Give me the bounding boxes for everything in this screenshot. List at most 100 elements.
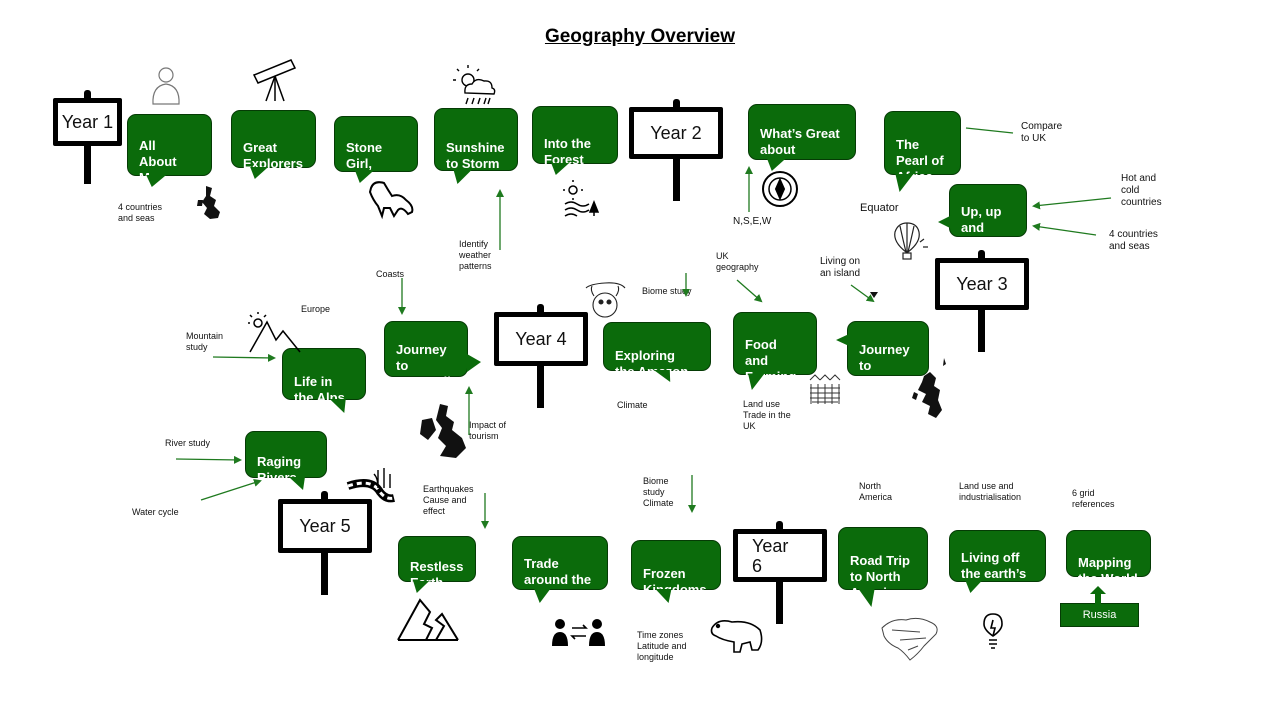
topic-into-the-forest[interactable]: Into the Forest bbox=[532, 106, 618, 175]
topic-label: Exploring the Amazon bbox=[615, 348, 689, 379]
topic-label: What’s Great about Hackney bbox=[760, 126, 840, 173]
note-4-countries-seas-y3: 4 countries and seas bbox=[1109, 229, 1158, 252]
year5-label: Year 5 bbox=[278, 499, 372, 553]
topic-food-and-farming[interactable]: Food and Farming bbox=[733, 312, 817, 390]
note-nsew: N,S,E,W bbox=[733, 216, 772, 227]
mountains-icon bbox=[248, 312, 301, 353]
topic-label: Journey to Scotland bbox=[859, 342, 914, 389]
scotland-map-icon bbox=[912, 358, 946, 418]
uk-map-icon bbox=[197, 186, 220, 219]
topic-pearl-of-africa[interactable]: The Pearl of Africa bbox=[884, 111, 961, 192]
note-compare-to-uk: Compare to UK bbox=[1021, 121, 1063, 144]
topic-label: Frozen Kingdoms bbox=[643, 566, 707, 597]
note-water-cycle: Water cycle bbox=[132, 507, 179, 517]
telescope-icon bbox=[252, 59, 297, 102]
arrow-mountain bbox=[212, 353, 276, 362]
topic-label: Up, up and away! bbox=[961, 204, 1002, 251]
russia-up-arrow bbox=[1090, 586, 1106, 604]
topic-road-trip-to-north-america[interactable]: Road Trip to North America bbox=[838, 527, 928, 607]
note-time-zones: Time zones Latitude and longitude bbox=[637, 630, 687, 662]
topic-up-up-and-away[interactable]: Up, up and away! bbox=[938, 184, 1027, 251]
year1-label: Year 1 bbox=[53, 98, 122, 146]
note-north-america: North America bbox=[859, 481, 893, 502]
topic-label: Food and Farming bbox=[745, 337, 797, 384]
arrow-uk-geo bbox=[736, 279, 763, 303]
island-marker-icon bbox=[870, 292, 878, 298]
topic-sunshine-to-storm[interactable]: Sunshine to Storm bbox=[434, 108, 518, 184]
note-identify-weather: Identify weather patterns bbox=[459, 239, 492, 271]
note-land-use-industrialisation: Land use and industrialisation bbox=[959, 481, 1022, 502]
trade-people-icon bbox=[552, 619, 605, 646]
note-europe: Europe bbox=[301, 304, 331, 314]
arrow-water-cycle bbox=[200, 479, 262, 501]
note-living-on-island: Living on an island bbox=[820, 256, 861, 279]
note-biome-study: Biome study bbox=[642, 286, 692, 296]
dinosaur-icon bbox=[368, 181, 414, 220]
year2-label: Year 2 bbox=[629, 107, 723, 159]
sun-landscape-icon bbox=[563, 180, 600, 217]
note-uk-geography: UK geography bbox=[716, 251, 759, 272]
topic-whats-great-about-hackney[interactable]: What’s Great about Hackney bbox=[748, 104, 856, 173]
topic-great-explorers[interactable]: Great Explorers bbox=[231, 110, 316, 179]
topic-label: All About Me bbox=[139, 138, 177, 185]
topic-living-off-earths-resources[interactable]: Living off the earth’s resources bbox=[949, 530, 1046, 597]
topic-stone-girl[interactable]: Stone Girl, Bone Girl bbox=[334, 116, 418, 187]
topic-raging-rivers[interactable]: Raging Rivers bbox=[245, 431, 327, 490]
arrow-hot-cold bbox=[1032, 197, 1112, 210]
topic-trade-around-the-world[interactable]: Trade around the world bbox=[512, 536, 608, 603]
topic-label: Living off the earth’s resources bbox=[961, 550, 1027, 597]
earthquake-icon bbox=[397, 598, 459, 641]
topic-label: Road Trip to North America bbox=[850, 553, 910, 600]
line-compare bbox=[965, 127, 1014, 134]
topic-label: Mapping the World bbox=[1078, 555, 1138, 586]
note-4-countries-seas-y1: 4 countries and seas bbox=[118, 202, 163, 223]
topic-label: Stone Girl, Bone Girl bbox=[346, 140, 405, 187]
arrow-island bbox=[850, 284, 875, 303]
topic-label: Raging Rivers bbox=[257, 454, 302, 485]
uk-map-icon bbox=[420, 404, 466, 458]
river-icon bbox=[346, 468, 395, 503]
topic-all-about-me[interactable]: All About Me bbox=[127, 114, 212, 187]
topic-mapping-the-world[interactable]: Mapping the World bbox=[1066, 530, 1151, 586]
year3-label: Year 3 bbox=[935, 258, 1029, 310]
arrow-river bbox=[175, 455, 242, 464]
note-river-study: River study bbox=[165, 438, 211, 448]
topic-label: Sunshine to Storm bbox=[446, 140, 505, 171]
topic-exploring-the-amazon[interactable]: Exploring the Amazon bbox=[603, 322, 711, 382]
topic-life-in-the-alps[interactable]: Life in the Alps bbox=[282, 348, 366, 413]
topic-label: Great Explorers bbox=[243, 140, 303, 171]
note-land-use-trade: Land use Trade in the UK bbox=[743, 399, 791, 431]
year4-label: Year 4 bbox=[494, 312, 588, 366]
topic-label: Journey to Cornwall bbox=[396, 342, 451, 389]
polar-bear-icon bbox=[710, 620, 763, 653]
arrow-countries-y3 bbox=[1032, 222, 1097, 236]
sun-cloud-rain-icon bbox=[453, 65, 496, 105]
topic-label: The Pearl of Africa bbox=[896, 137, 944, 184]
note-climate: Climate bbox=[617, 400, 648, 410]
year6-label: Year 6 bbox=[733, 529, 827, 582]
arrows bbox=[175, 127, 1112, 529]
note-coasts: Coasts bbox=[376, 269, 405, 279]
topic-label: Into the Forest bbox=[544, 136, 591, 167]
russia-label: Russia bbox=[1060, 603, 1139, 627]
page-title: Geography Overview bbox=[544, 26, 736, 47]
note-mountain-study: Mountain study bbox=[186, 331, 224, 352]
note-impact-of-tourism: Impact of tourism bbox=[469, 420, 507, 441]
person-icon bbox=[152, 67, 180, 105]
topic-label: Trade around the world bbox=[524, 556, 592, 603]
lightbulb-icon bbox=[983, 613, 1003, 649]
note-grid-references: 6 grid references bbox=[1072, 488, 1115, 509]
hot-air-balloon-icon bbox=[894, 222, 928, 260]
note-biome-study-climate: Biome study Climate bbox=[643, 476, 674, 508]
topic-restless-earth[interactable]: Restless Earth bbox=[398, 536, 476, 593]
topic-journey-to-cornwall[interactable]: Journey to Cornwall bbox=[384, 321, 481, 389]
topic-label: Life in the Alps bbox=[294, 374, 345, 405]
sloth-icon bbox=[585, 282, 626, 318]
topic-frozen-kingdoms[interactable]: Frozen Kingdoms bbox=[631, 540, 721, 603]
north-america-map-icon bbox=[881, 617, 938, 661]
note-earthquakes: Earthquakes Cause and effect bbox=[423, 484, 474, 516]
compass-icon bbox=[762, 171, 798, 207]
topic-label: Restless Earth bbox=[410, 559, 464, 590]
topic-journey-to-scotland[interactable]: Journey to Scotland bbox=[836, 321, 929, 389]
